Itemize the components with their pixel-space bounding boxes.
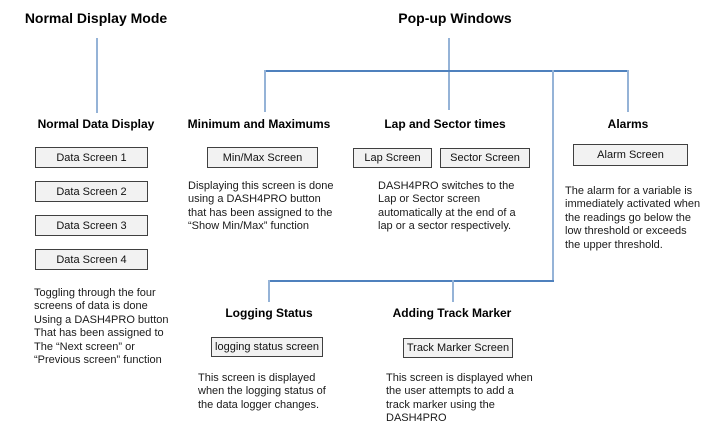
title-normal-display-mode: Normal Display Mode bbox=[24, 10, 168, 26]
desc-normal-data-display: Toggling through the four screens of dat… bbox=[34, 287, 169, 367]
box-logging-status-screen: logging status screen bbox=[211, 337, 323, 357]
heading-logging-status: Logging Status bbox=[225, 306, 313, 320]
desc-min-max: Displaying this screen is done using a D… bbox=[188, 180, 334, 233]
connector-long-vertical bbox=[552, 70, 554, 282]
box-min-max-screen: Min/Max Screen bbox=[207, 147, 318, 168]
connector-drop-minmax bbox=[264, 70, 266, 112]
connector-popup-horizontal bbox=[265, 70, 629, 72]
connector-drop-alarms bbox=[627, 70, 629, 112]
heading-alarms: Alarms bbox=[607, 117, 649, 131]
desc-logging-status: This screen is displayed when the loggin… bbox=[198, 372, 326, 411]
connector-bottom-horizontal bbox=[269, 280, 554, 282]
connector-popup-vertical bbox=[448, 38, 450, 110]
box-sector-screen: Sector Screen bbox=[440, 148, 530, 168]
box-data-screen-3: Data Screen 3 bbox=[35, 215, 148, 236]
heading-min-max: Minimum and Maximums bbox=[187, 117, 331, 131]
box-data-screen-4: Data Screen 4 bbox=[35, 249, 148, 270]
box-lap-screen: Lap Screen bbox=[353, 148, 432, 168]
heading-normal-data-display: Normal Data Display bbox=[37, 117, 155, 131]
heading-lap-sector: Lap and Sector times bbox=[384, 117, 506, 131]
connector-normal-mode-vertical bbox=[96, 38, 98, 113]
box-data-screen-1: Data Screen 1 bbox=[35, 147, 148, 168]
desc-track-marker: This screen is displayed when the user a… bbox=[386, 372, 533, 425]
box-track-marker-screen: Track Marker Screen bbox=[403, 338, 513, 358]
desc-alarms: The alarm for a variable is immediately … bbox=[565, 185, 701, 251]
connector-drop-track-marker bbox=[452, 280, 454, 302]
connector-drop-logging bbox=[268, 280, 270, 302]
box-alarm-screen: Alarm Screen bbox=[573, 144, 688, 166]
desc-lap-sector: DASH4PRO switches to the Lap or Sector s… bbox=[378, 180, 516, 233]
title-popup-windows: Pop-up Windows bbox=[398, 10, 512, 26]
box-data-screen-2: Data Screen 2 bbox=[35, 181, 148, 202]
heading-track-marker: Adding Track Marker bbox=[392, 306, 512, 320]
